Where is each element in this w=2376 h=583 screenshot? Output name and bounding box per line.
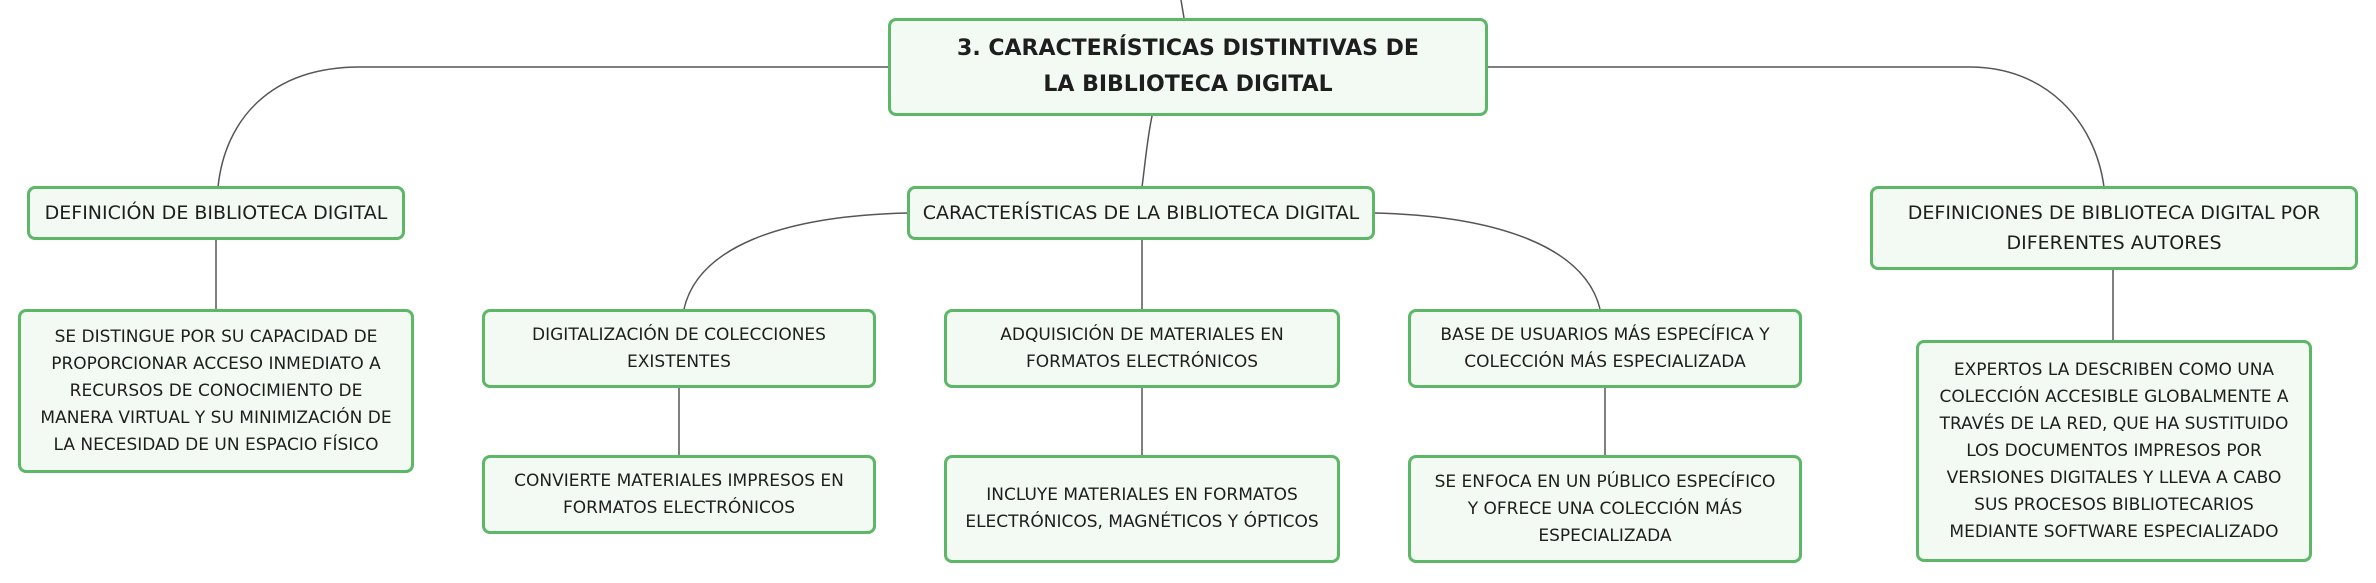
topic-definicion-label: DEFINICIÓN DE BIBLIOTECA DIGITAL: [44, 202, 388, 224]
connector-caracteristicas-item-3: [1374, 212, 1601, 310]
topic-autores-label: DEFINICIONES DE BIBLIOTECA DIGITAL POR D…: [1907, 202, 2321, 254]
root-topic[interactable]: 3. CARACTERÍSTICAS DISTINTIVAS DE LA BIB…: [888, 18, 1488, 116]
topic-autores-detail[interactable]: EXPERTOS LA DESCRIBEN COMO UNA COLECCIÓN…: [1916, 340, 2312, 562]
connector-caracteristicas-item-1: [683, 212, 908, 310]
topic-autores[interactable]: DEFINICIONES DE BIBLIOTECA DIGITAL POR D…: [1870, 186, 2358, 270]
connector-root-parent: [1180, 0, 1185, 19]
root-topic-label: 3. CARACTERÍSTICAS DISTINTIVAS DE LA BIB…: [957, 36, 1419, 97]
topic-autores-detail-text: EXPERTOS LA DESCRIBEN COMO UNA COLECCIÓN…: [1939, 359, 2289, 542]
connector-root-caracteristicas: [1141, 115, 1153, 188]
topic-digitalizacion-detail-text: CONVIERTE MATERIALES IMPRESOS EN FORMATO…: [514, 470, 844, 518]
topic-base-usuarios-detail-text: SE ENFOCA EN UN PÚBLICO ESPECÍFICO Y OFR…: [1434, 471, 1776, 546]
topic-adquisicion[interactable]: ADQUISICIÓN DE MATERIALES EN FORMATOS EL…: [944, 309, 1340, 388]
topic-definicion[interactable]: DEFINICIÓN DE BIBLIOTECA DIGITAL: [27, 186, 405, 240]
topic-base-usuarios[interactable]: BASE DE USUARIOS MÁS ESPECÍFICA Y COLECC…: [1408, 309, 1802, 388]
topic-adquisicion-label: ADQUISICIÓN DE MATERIALES EN FORMATOS EL…: [1000, 324, 1284, 372]
topic-base-usuarios-label: BASE DE USUARIOS MÁS ESPECÍFICA Y COLECC…: [1440, 324, 1770, 372]
topic-caracteristicas-label: CARACTERÍSTICAS DE LA BIBLIOTECA DIGITAL: [922, 202, 1360, 224]
topic-caracteristicas[interactable]: CARACTERÍSTICAS DE LA BIBLIOTECA DIGITAL: [907, 186, 1375, 240]
topic-digitalizacion[interactable]: DIGITALIZACIÓN DE COLECCIONES EXISTENTES: [482, 309, 876, 388]
topic-digitalizacion-detail[interactable]: CONVIERTE MATERIALES IMPRESOS EN FORMATO…: [482, 455, 876, 534]
topic-definicion-detail-text: SE DISTINGUE POR SU CAPACIDAD DE PROPORC…: [40, 326, 392, 455]
connector-root-autores: [1488, 66, 2105, 188]
topic-adquisicion-detail[interactable]: INCLUYE MATERIALES EN FORMATOS ELECTRÓNI…: [944, 455, 1340, 563]
topic-definicion-detail[interactable]: SE DISTINGUE POR SU CAPACIDAD DE PROPORC…: [18, 309, 414, 473]
topic-digitalizacion-label: DIGITALIZACIÓN DE COLECCIONES EXISTENTES: [532, 324, 826, 372]
topic-adquisicion-detail-text: INCLUYE MATERIALES EN FORMATOS ELECTRÓNI…: [965, 485, 1319, 532]
connector-root-definicion: [217, 66, 888, 188]
topic-base-usuarios-detail[interactable]: SE ENFOCA EN UN PÚBLICO ESPECÍFICO Y OFR…: [1408, 455, 1802, 563]
